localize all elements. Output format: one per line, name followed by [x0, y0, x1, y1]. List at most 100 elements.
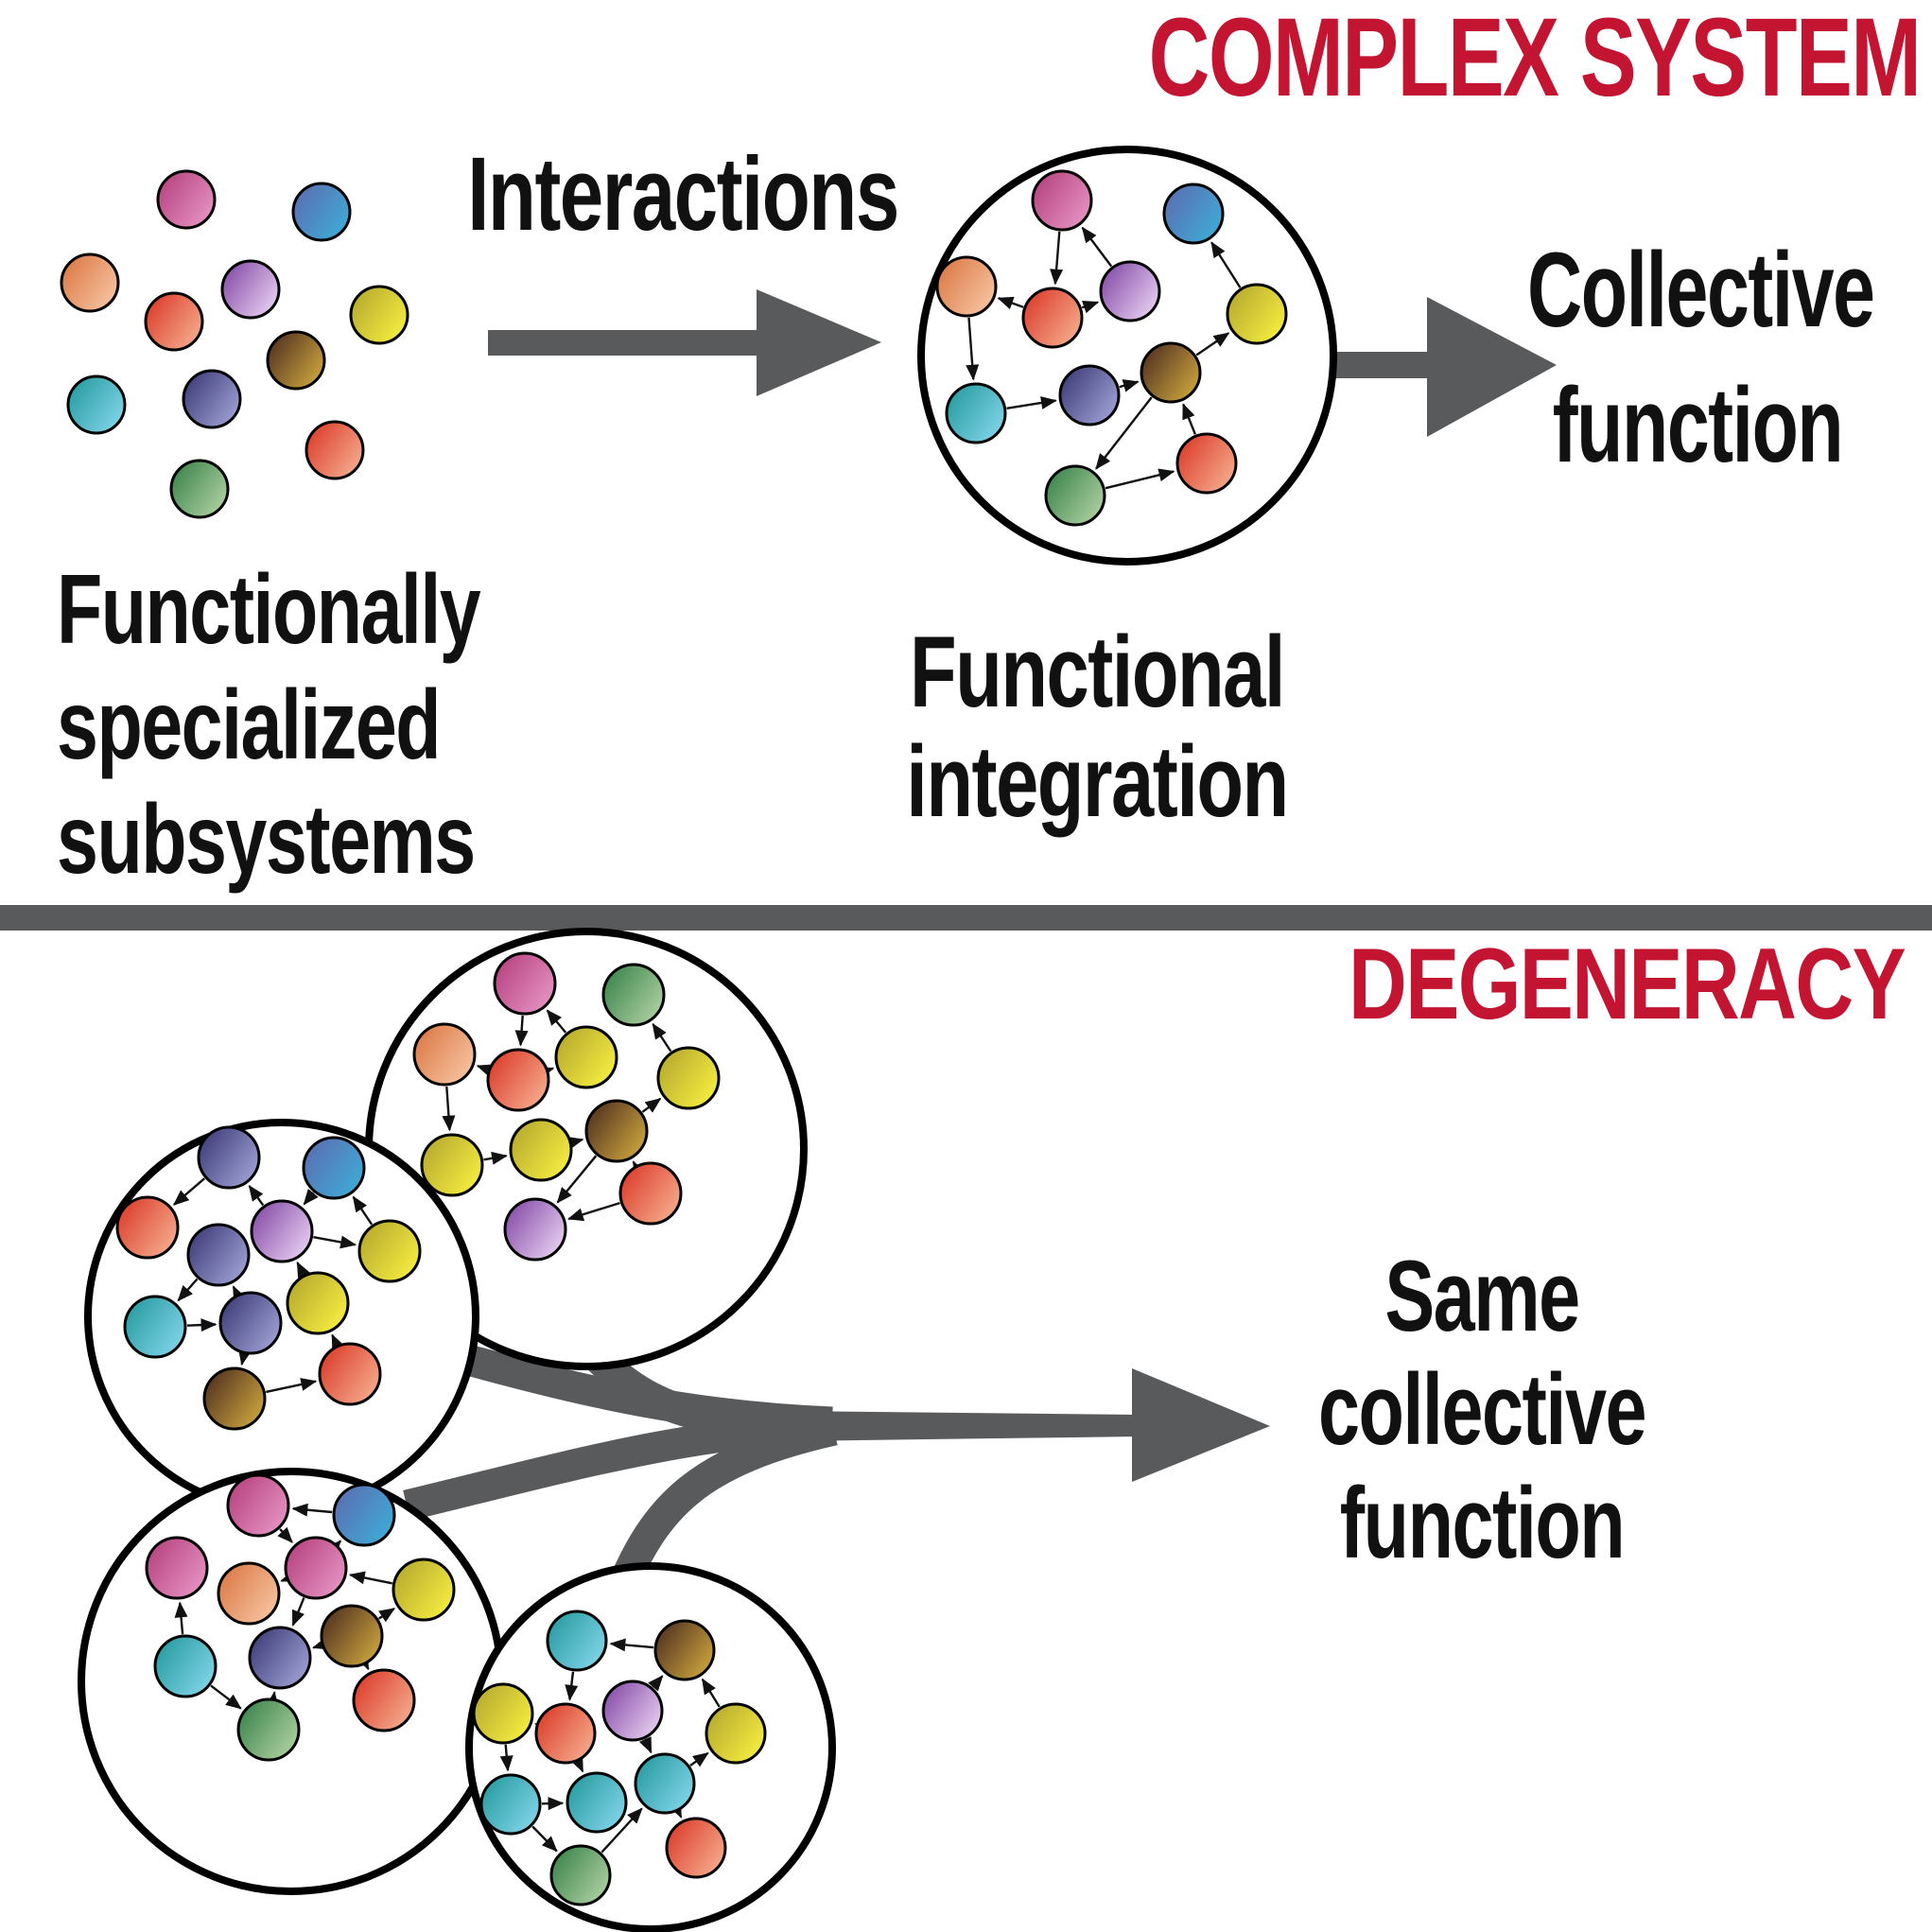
node-indigo	[182, 369, 242, 429]
interactions-arrow-head	[757, 289, 881, 396]
same-collective-function-line2: collective	[1317, 1351, 1647, 1466]
edge-yellow4-to-yellow3	[483, 1151, 508, 1165]
node-red2	[318, 1342, 382, 1406]
node-red1	[115, 1195, 180, 1260]
node-blue	[1162, 183, 1225, 245]
node-violet	[1099, 260, 1161, 322]
node-indigo3	[218, 1291, 283, 1355]
node-green	[601, 963, 666, 1027]
node-yellow2	[705, 1702, 767, 1765]
node-indigo1	[197, 1125, 261, 1190]
collective-function-arrow-shaft	[1328, 352, 1430, 378]
interactions-label: Interactions	[467, 136, 899, 252]
merge-tail-bottom-right	[604, 1414, 838, 1601]
edge-red2-to-brown	[632, 1160, 647, 1178]
node-salmon	[217, 1561, 281, 1626]
node-yellow	[1226, 283, 1288, 345]
edge-pink3-to-blue	[325, 1540, 342, 1557]
node-violet	[250, 1199, 314, 1263]
node-red2	[1175, 432, 1238, 495]
edge-pink3-to-salmon	[280, 1569, 298, 1583]
node-red1	[144, 291, 204, 352]
edge-blue-to-pink1	[291, 1503, 333, 1517]
edge-red1-to-violet	[1081, 300, 1100, 314]
node-green	[549, 1844, 612, 1906]
merge-arrow-shaft	[785, 1411, 1140, 1441]
specialized-subsystems-scatter	[60, 169, 409, 519]
node-yellow1	[357, 1219, 422, 1283]
merge-tail-left	[463, 1345, 833, 1438]
collective-function-arrow-head	[1427, 297, 1557, 437]
edge-yellow3-to-brown	[566, 1136, 584, 1150]
same-collective-function-line1: Same	[1384, 1239, 1580, 1352]
node-green	[1044, 464, 1106, 527]
edge-pink-to-red1	[514, 1015, 529, 1047]
node-pink1	[226, 1473, 290, 1538]
edge-red1-to-salmon	[997, 296, 1024, 310]
edge-red1-to-yellow1	[537, 1066, 555, 1080]
edge-red1-to-salmon	[476, 1064, 494, 1077]
node-red1	[1021, 287, 1084, 349]
merge-arrow-head	[1132, 1368, 1270, 1482]
functional-integration-label: Functional integration	[881, 615, 1313, 836]
edge-brown-to-violet	[556, 1155, 598, 1204]
collective-function-arrow	[1328, 297, 1557, 437]
edge-brown-to-green	[1095, 396, 1153, 470]
node-red1	[534, 1702, 597, 1765]
node-teal4	[634, 1752, 696, 1815]
interactions-arrow	[488, 289, 881, 396]
edge-yellow2-to-green	[652, 1022, 672, 1053]
edge-green-to-teal4	[600, 1807, 643, 1854]
edge-brown-to-yellow2	[641, 1097, 662, 1113]
edge-violet-to-yellow1	[313, 1235, 357, 1249]
edge-brown-to-red2	[266, 1378, 318, 1394]
edge-teal2-to-teal3	[541, 1797, 565, 1811]
edge-brown-to-yellow	[377, 1607, 396, 1623]
node-green	[236, 1697, 301, 1762]
edge-violet-to-teal4	[638, 1736, 653, 1754]
edge-pink-to-red1	[1050, 231, 1064, 286]
node-brown	[266, 330, 326, 391]
edge-yellow1-to-teal2	[499, 1744, 513, 1772]
edge-teal4-to-red2	[669, 1801, 683, 1819]
variant-network-bottom-left	[78, 1468, 505, 1895]
edge-indigo2-to-teal	[177, 1278, 199, 1302]
edge-teal1-to-red1	[565, 1671, 579, 1701]
node-blue	[332, 1483, 396, 1547]
edge-teal2-to-green	[531, 1825, 558, 1853]
edge-brown-to-teal1	[609, 1638, 654, 1652]
node-violet	[503, 1197, 567, 1262]
node-yellow3	[509, 1118, 573, 1182]
same-collective-function-label: Same collective function	[1272, 1239, 1692, 1579]
node-pink	[1031, 169, 1093, 232]
edge-salmon-to-yellow4	[442, 1086, 456, 1132]
node-teal	[66, 374, 127, 435]
edge-brown-to-yellow	[1195, 332, 1230, 357]
edge-teal4-to-yellow2	[689, 1751, 709, 1767]
node-indigo	[248, 1626, 312, 1690]
node-brown	[653, 1619, 716, 1681]
edge-pink3-to-indigo	[291, 1597, 305, 1627]
node-salmon	[412, 1022, 477, 1087]
node-green	[169, 459, 230, 519]
node-teal1	[546, 1610, 608, 1672]
edge-yellow-to-pink3	[348, 1571, 392, 1585]
edge-teal-to-green	[210, 1684, 242, 1710]
edge-yellow2-to-brown	[701, 1678, 721, 1708]
integrated-network	[917, 146, 1337, 566]
node-violet	[220, 259, 281, 320]
degeneracy-title: DEGENERACY	[1348, 927, 1906, 1040]
node-pink2	[145, 1536, 209, 1600]
edge-red2-to-brown	[1182, 403, 1197, 435]
node-red2	[665, 1817, 727, 1879]
node-brown	[1140, 341, 1202, 404]
node-pink	[156, 169, 217, 230]
functional-integration-line1: Functional	[910, 615, 1285, 728]
node-yellow	[392, 1558, 456, 1622]
edge-yellow2-to-violet	[296, 1261, 310, 1279]
networks-layer	[60, 146, 1337, 1932]
edge-brown-to-red1	[356, 1653, 370, 1671]
node-blue	[302, 1136, 366, 1200]
variant-network-top	[365, 928, 808, 1370]
